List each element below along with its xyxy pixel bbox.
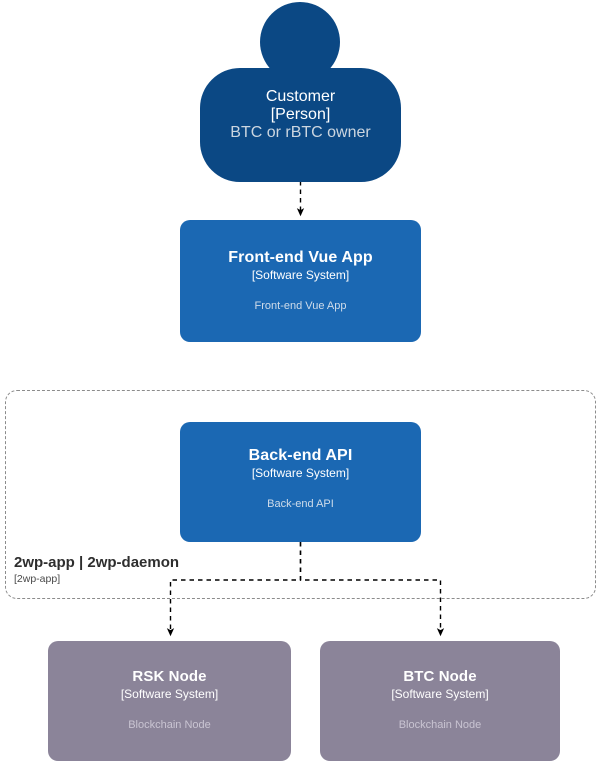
node-customer-subtitle: [Person] bbox=[270, 106, 331, 123]
node-rsk-node-description: Blockchain Node bbox=[128, 719, 211, 731]
node-customer-title: Customer bbox=[265, 88, 336, 105]
node-customer[interactable]: Customer [Person] BTC or rBTC owner bbox=[200, 2, 401, 182]
node-btc-node-title: BTC Node bbox=[403, 668, 477, 685]
node-rsk-node-title: RSK Node bbox=[132, 668, 207, 685]
node-customer-description: BTC or rBTC owner bbox=[230, 124, 371, 141]
node-btc-node[interactable]: BTC Node [Software System] Blockchain No… bbox=[320, 641, 560, 761]
node-rsk-node-subtitle: [Software System] bbox=[120, 687, 219, 701]
boundary-title: 2wp-app | 2wp-daemon bbox=[14, 554, 180, 571]
node-customer-text: Customer [Person] BTC or rBTC owner bbox=[200, 88, 401, 142]
node-rsk-node[interactable]: RSK Node [Software System] Blockchain No… bbox=[48, 641, 291, 761]
node-btc-node-subtitle: [Software System] bbox=[391, 687, 489, 701]
node-frontend-vue-app-title: Front-end Vue App bbox=[228, 249, 373, 266]
person-body-shape bbox=[200, 68, 401, 182]
node-frontend-vue-app[interactable]: Front-end Vue App [Software System] Fron… bbox=[180, 220, 421, 342]
boundary-label: 2wp-app | 2wp-daemon [2wp-app] bbox=[14, 554, 179, 586]
node-backend-api-description: Back-end API bbox=[267, 498, 334, 510]
node-backend-api-title: Back-end API bbox=[248, 447, 353, 464]
node-btc-node-description: Blockchain Node bbox=[398, 719, 482, 731]
node-frontend-vue-app-description: Front-end Vue App bbox=[254, 300, 347, 312]
boundary-subtitle: [2wp-app] bbox=[14, 573, 61, 585]
node-backend-api[interactable]: Back-end API [Software System] Back-end … bbox=[180, 422, 421, 542]
node-backend-api-subtitle: [Software System] bbox=[251, 466, 350, 480]
node-frontend-vue-app-subtitle: [Software System] bbox=[251, 268, 350, 282]
